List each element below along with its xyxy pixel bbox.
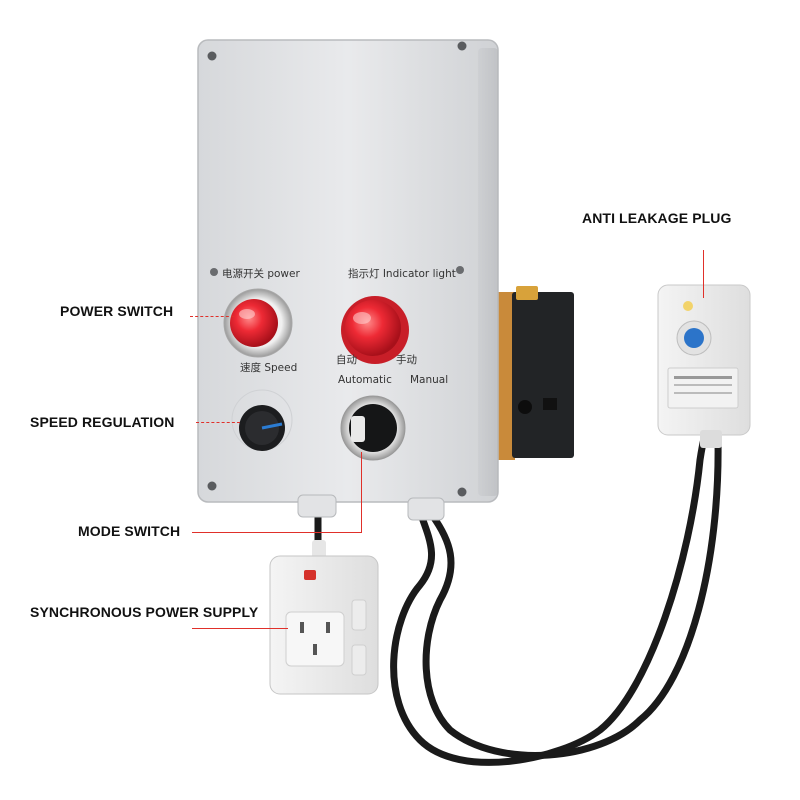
mode-switch-callout: MODE SWITCH (78, 523, 181, 539)
speed-knob (231, 389, 293, 451)
power-switch-leader-line (190, 316, 234, 317)
speed-regulation-callout: SPEED REGULATION (30, 414, 175, 430)
mode-selector-switch (340, 395, 406, 461)
synchronous-power-supply-callout: SYNCHRONOUS POWER SUPPLY (30, 604, 259, 620)
control-box (197, 39, 499, 521)
power-switch-button (223, 288, 293, 358)
power-socket (269, 540, 379, 695)
manual-panel-label: Manual (410, 374, 449, 386)
anti-leakage-leader-line (703, 250, 704, 298)
anti-leakage-plug-callout: ANTI LEAKAGE PLUG (582, 210, 732, 226)
side-relay-block (497, 286, 574, 460)
speed-regulation-leader-line (196, 422, 240, 423)
auto-cn-label: 自动 (336, 354, 357, 366)
leakage-protection-plug (657, 284, 751, 448)
indicator-light (341, 296, 409, 364)
speed-panel-label: 速度 Speed (240, 362, 298, 374)
power-switch-callout: POWER SWITCH (60, 303, 174, 319)
automatic-panel-label: Automatic (338, 374, 392, 386)
power-panel-label: 电源开关 power (222, 268, 300, 280)
mode-switch-leader-vertical (361, 452, 362, 532)
mode-switch-leader-line (192, 532, 362, 533)
synchronous-power-leader-line (192, 628, 288, 629)
indicator-panel-label: 指示灯 Indicator light (348, 268, 456, 280)
manual-cn-label: 手动 (396, 354, 417, 366)
